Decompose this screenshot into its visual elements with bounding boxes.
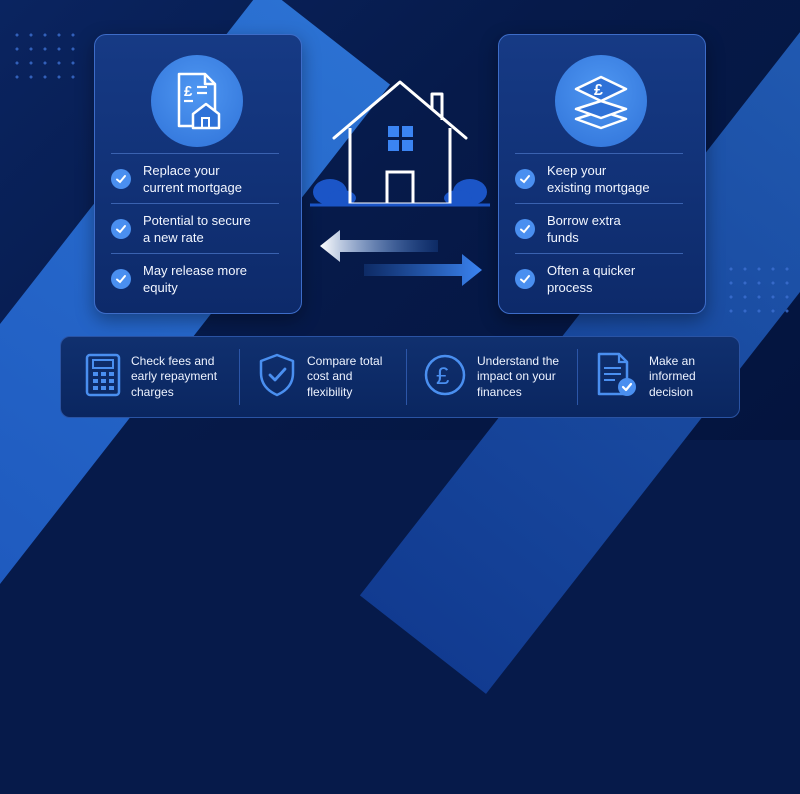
consideration-text: Understand the impact on your finances <box>477 353 560 399</box>
pound-layers-icon: £ <box>555 55 647 147</box>
house-outline-icon <box>310 70 490 225</box>
check-icon <box>515 168 535 189</box>
remortgage-card: £ Replace your current mortgage Potentia… <box>94 34 302 314</box>
divider <box>406 349 407 405</box>
svg-text:£: £ <box>184 83 193 100</box>
list-item: Replace your current mortgage <box>111 153 279 203</box>
consideration-text: Make an informed decision <box>649 353 696 399</box>
divider <box>577 349 578 405</box>
pound-document-house-icon: £ <box>151 55 243 147</box>
check-icon <box>111 268 131 289</box>
check-icon <box>111 168 131 189</box>
check-icon <box>515 268 535 289</box>
consideration-fees: Check fees and early repayment charges <box>85 337 217 417</box>
svg-text:£: £ <box>436 363 449 390</box>
consideration-compare: Compare total cost and flexibility <box>257 337 382 417</box>
list-item-text: Keep your existing mortgage <box>547 162 650 195</box>
list-item: Often a quicker process <box>515 253 683 303</box>
list-item-text: Borrow extra funds <box>547 212 621 245</box>
dot-grid-right <box>724 262 794 322</box>
consideration-text: Compare total cost and flexibility <box>307 353 383 399</box>
list-item: Potential to secure a new rate <box>111 203 279 253</box>
check-icon <box>515 218 535 239</box>
list-item: May release more equity <box>111 253 279 303</box>
divider <box>239 349 240 405</box>
list-item-text: Potential to secure a new rate <box>143 212 251 245</box>
svg-text:£: £ <box>594 82 603 99</box>
double-arrow-icon <box>318 228 484 293</box>
dot-grid-top-left <box>10 28 80 88</box>
calculator-icon <box>85 353 121 402</box>
pound-circle-icon: £ <box>423 353 467 402</box>
consideration-decision: Make an informed decision <box>595 337 696 417</box>
consideration-text: Check fees and early repayment charges <box>131 353 218 399</box>
list-item-text: Often a quicker process <box>547 262 636 295</box>
remortgage-benefits-list: Replace your current mortgage Potential … <box>111 153 279 303</box>
further-advance-card: £ Keep your existing mortgage Borrow ext… <box>498 34 706 314</box>
consideration-impact: £ Understand the impact on your finances <box>423 337 559 417</box>
list-item-text: Replace your current mortgage <box>143 162 242 195</box>
shield-check-icon <box>257 353 297 402</box>
check-icon <box>111 218 131 239</box>
considerations-bar: Check fees and early repayment charges C… <box>60 336 740 418</box>
list-item: Borrow extra funds <box>515 203 683 253</box>
list-item-text: May release more equity <box>143 262 248 295</box>
document-check-icon <box>595 352 639 403</box>
list-item: Keep your existing mortgage <box>515 153 683 203</box>
further-advance-benefits-list: Keep your existing mortgage Borrow extra… <box>515 153 683 303</box>
